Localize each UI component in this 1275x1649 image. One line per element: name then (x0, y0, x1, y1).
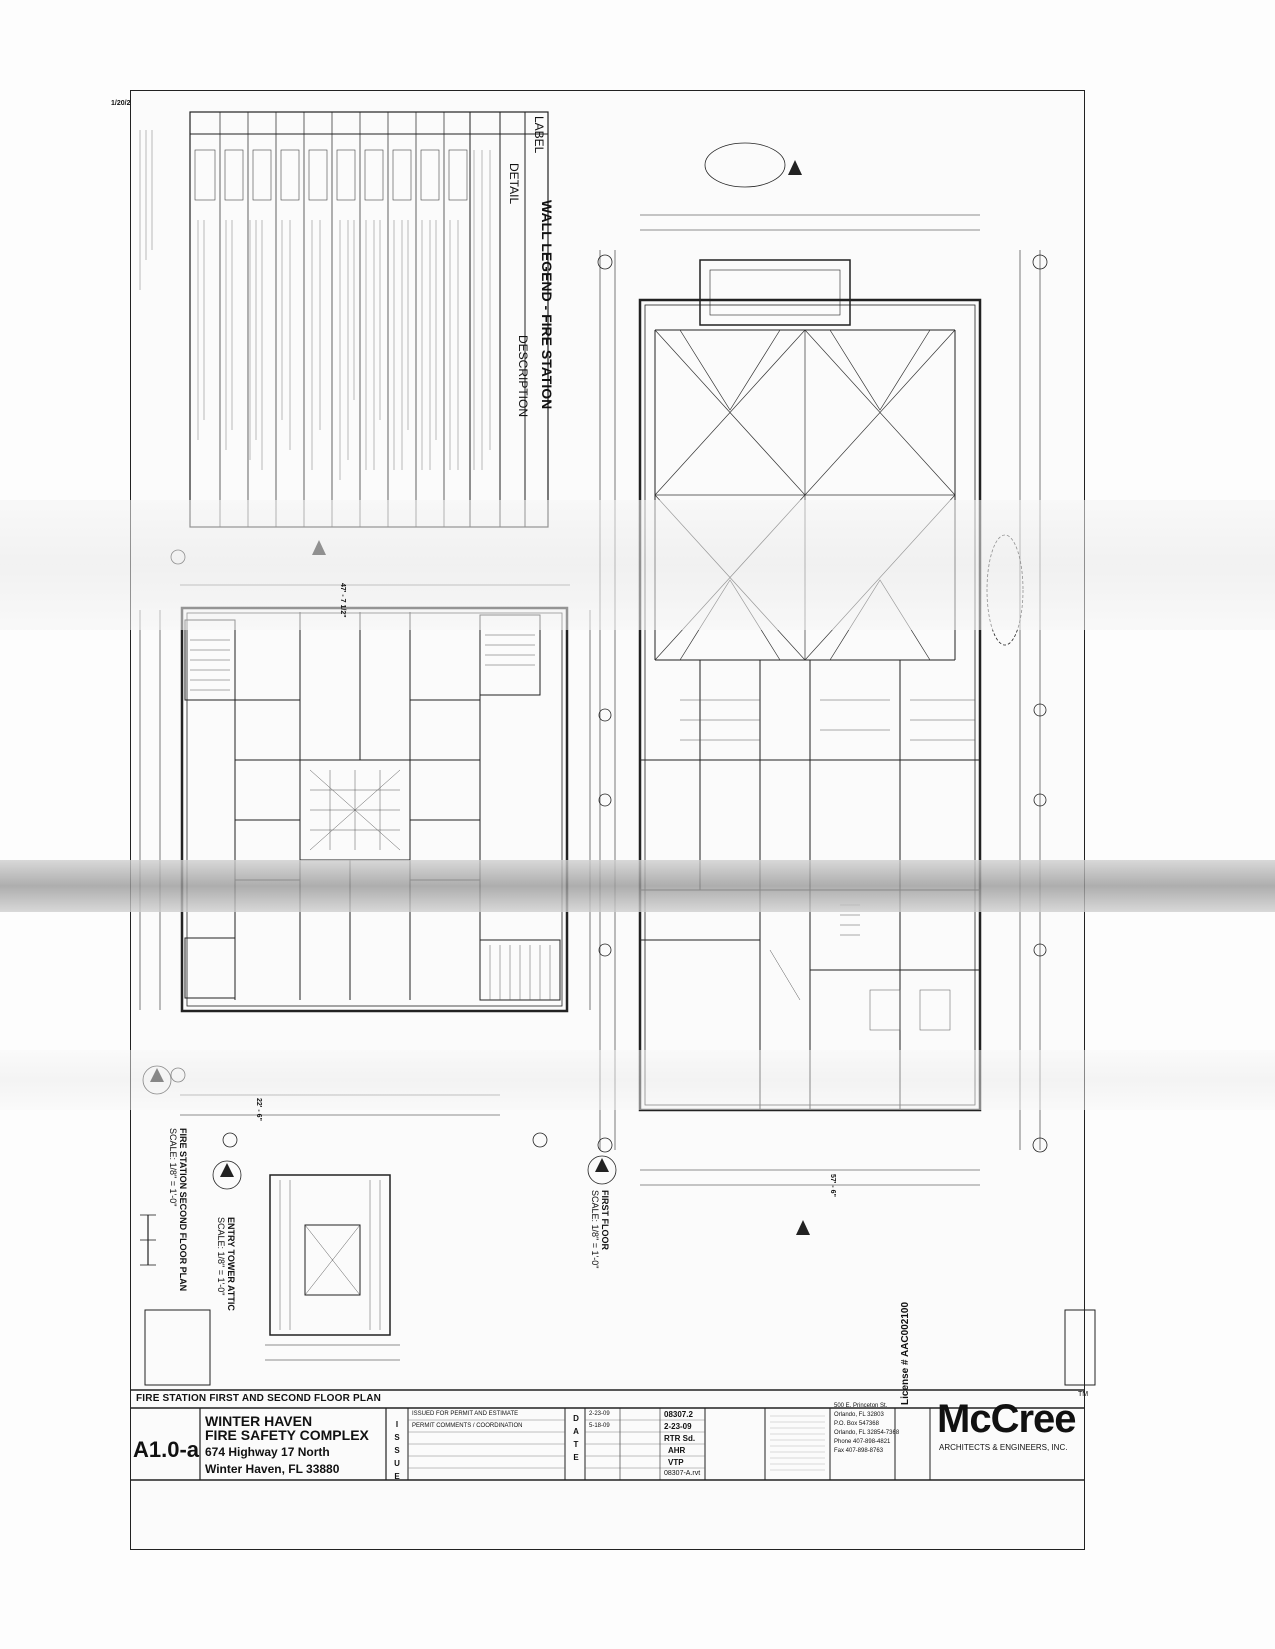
first-floor-plan-scale: SCALE: 1/8" = 1'-0" (590, 1190, 600, 1269)
license-number: License # AAC002100 (900, 1301, 911, 1405)
project-address: 674 Highway 17 North Winter Haven, FL 33… (205, 1444, 339, 1478)
job-number: 08307.2 (664, 1410, 693, 1419)
legend-detail-header: DETAIL (507, 163, 521, 205)
sheet-title: FIRE STATION FIRST AND SECOND FLOOR PLAN (136, 1393, 382, 1404)
file-name: 08307-A.rvt (664, 1470, 701, 1477)
job-date: 2-23-09 (664, 1422, 692, 1431)
dimension-label: 57' - 6" (829, 1174, 836, 1197)
issue-vertical-label: I S S U E (394, 1420, 400, 1481)
issue-entry-1: ISSUED FOR PERMIT AND ESTIMATE (412, 1411, 519, 1417)
legend-label-header: LABEL (532, 116, 546, 154)
second-floor-plan-scale: SCALE: 1/8" = 1'-0" (168, 1128, 178, 1207)
date-vertical-label: D A T E (573, 1414, 579, 1462)
coordinator: RTR Sd. (664, 1434, 696, 1443)
drafted-by: VTP (668, 1458, 684, 1467)
firm-subtitle: ARCHITECTS & ENGINEERS, INC. (939, 1443, 1068, 1452)
project-name: WINTER HAVEN FIRE SAFETY COMPLEX (205, 1414, 369, 1442)
project-name-line2: FIRE SAFETY COMPLEX (205, 1427, 369, 1443)
dimension-label: 22' - 6" (255, 1098, 262, 1121)
project-address-line2: Winter Haven, FL 33880 (205, 1462, 340, 1476)
project-name-line1: WINTER HAVEN (205, 1413, 313, 1429)
firm-trademark: TM (1078, 1391, 1089, 1398)
wall-legend-title: WALL LEGEND - FIRE STATION (539, 200, 555, 410)
firm-address: 500 E. Princeton St. Orlando, FL 32803 P… (834, 1403, 900, 1454)
firm-logo: McCree (937, 1397, 1077, 1441)
project-address-line1: 674 Highway 17 North (205, 1445, 330, 1459)
sheet-number: A1.0-a (133, 1437, 200, 1462)
second-floor-plan-title: FIRE STATION SECOND FLOOR PLAN (178, 1128, 188, 1292)
issue-entry-2: PERMIT COMMENTS / COORDINATION (412, 1423, 523, 1429)
date-entry-2: 5-18-09 (589, 1423, 610, 1429)
date-entry-1: 2-23-09 (589, 1411, 610, 1417)
architect: AHR (668, 1446, 686, 1455)
legend-description-header: DESCRIPTION (516, 335, 530, 418)
entry-tower-scale: SCALE: 1/8" = 1'-0" (216, 1217, 226, 1296)
entry-tower-title: ENTRY TOWER ATTIC (226, 1217, 236, 1311)
first-floor-plan-title: FIRST FLOOR (600, 1190, 610, 1250)
dimension-label: 47' - 7 1/2" (339, 583, 346, 618)
